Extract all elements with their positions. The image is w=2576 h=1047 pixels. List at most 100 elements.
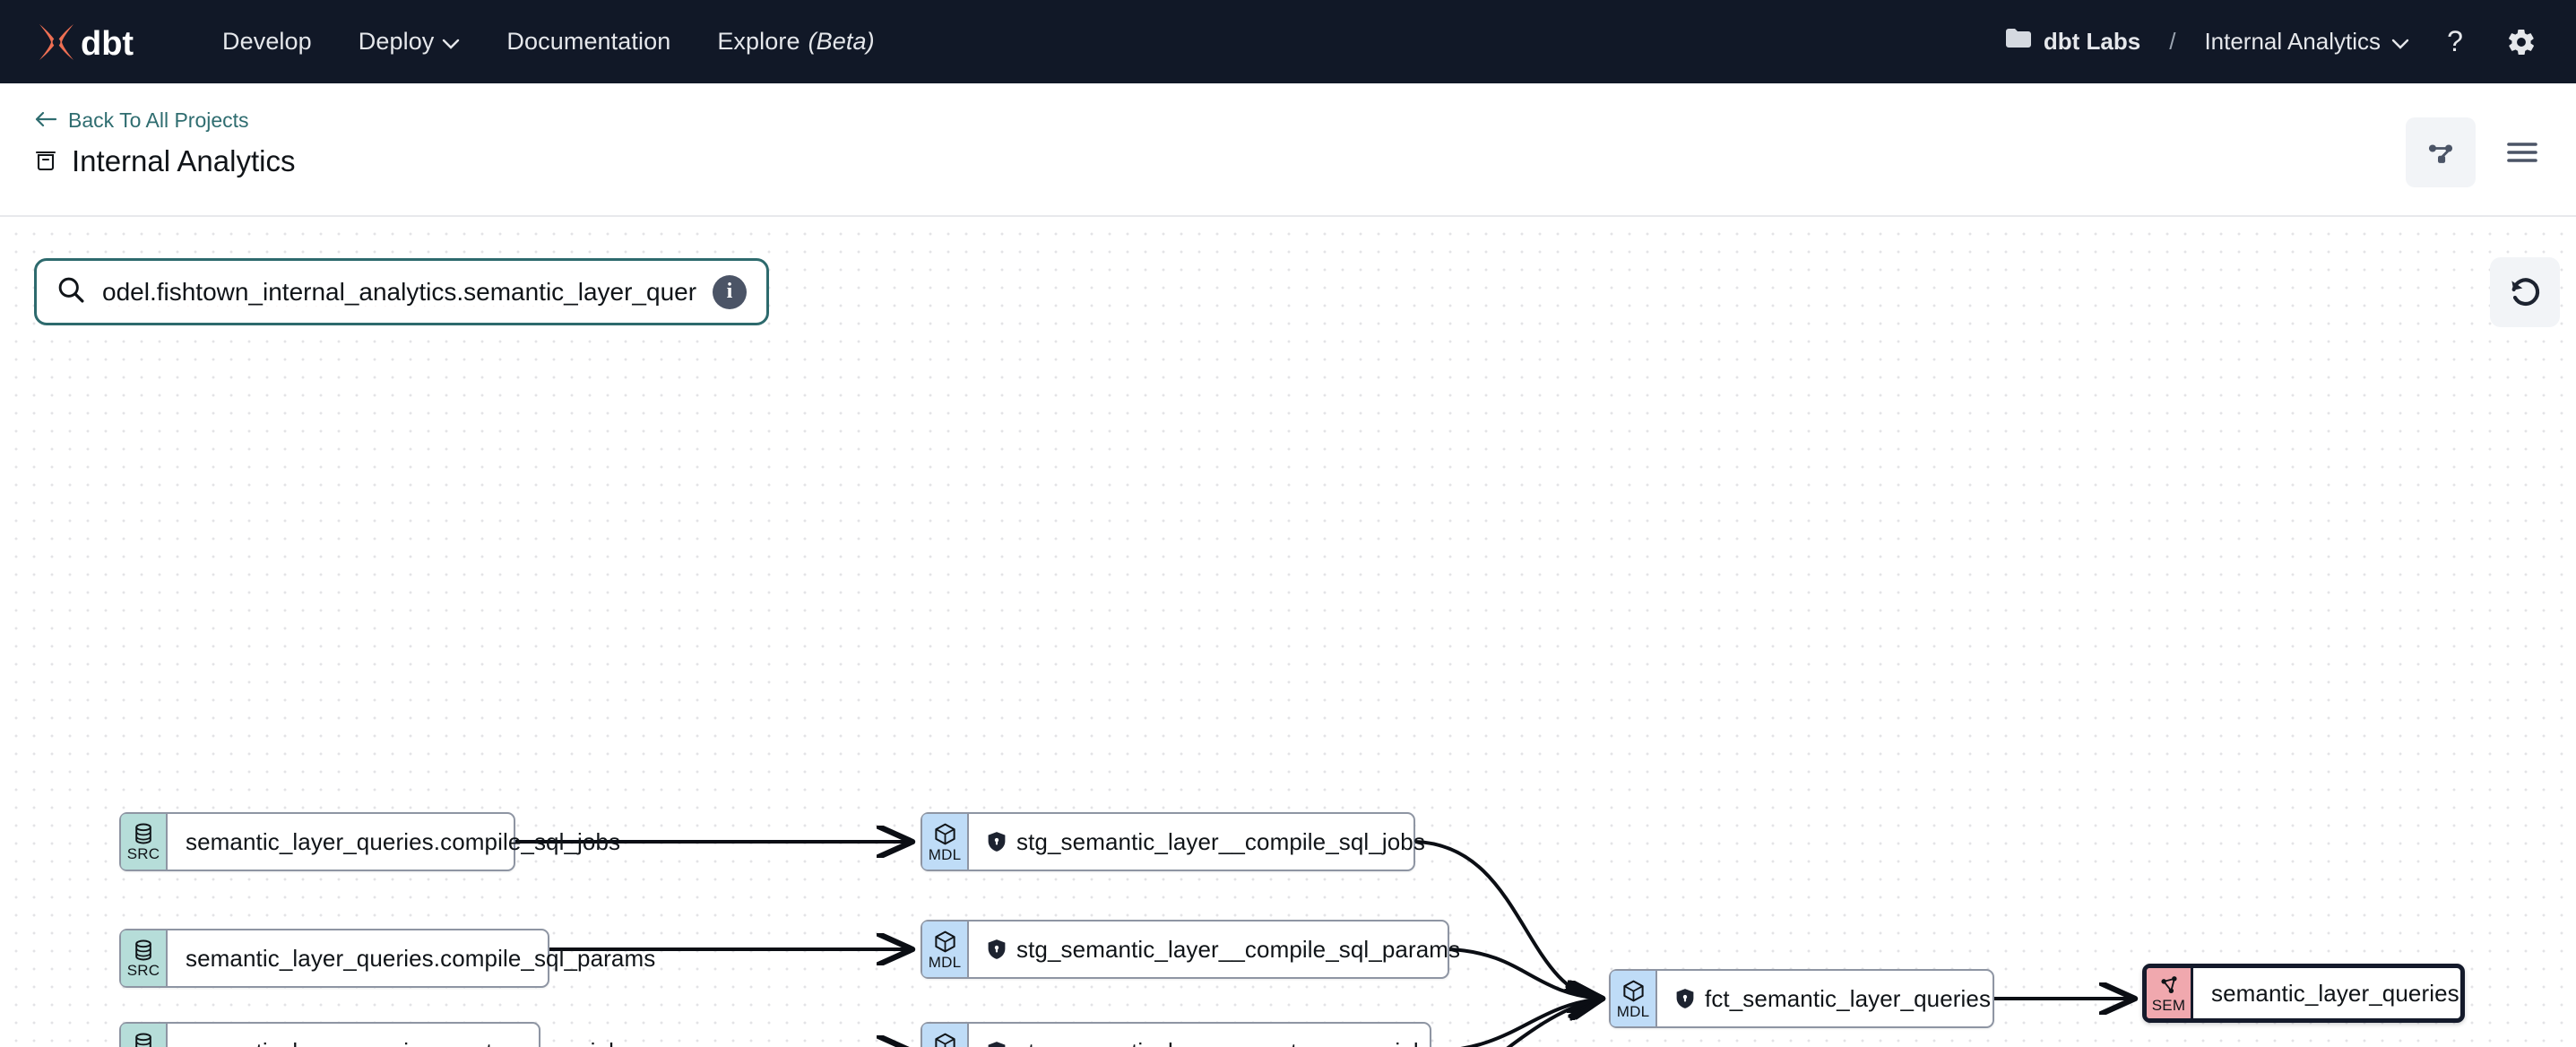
node-label: stg_semantic_layer__create_query_jobs bbox=[1016, 1038, 1439, 1047]
database-cylinder-icon bbox=[135, 1033, 151, 1047]
project-archive-icon bbox=[34, 144, 57, 178]
node-type-label: SEM bbox=[2151, 997, 2186, 1014]
lineage-node-src-compile-sql-params[interactable]: SRC semantic_layer_queries.compile_sql_p… bbox=[119, 929, 655, 988]
hamburger-menu-icon bbox=[2507, 143, 2537, 162]
search-input-value: odel.fishtown_internal_analytics.semanti… bbox=[102, 277, 696, 306]
node-body: semantic_layer_queries.compile_sql_param… bbox=[168, 930, 673, 986]
search-input[interactable]: odel.fishtown_internal_analytics.semanti… bbox=[102, 278, 696, 307]
back-to-all-projects-link[interactable]: Back To All Projects bbox=[34, 108, 249, 133]
top-navigation-bar: dbt Develop Deploy Documentation Explore… bbox=[0, 0, 2576, 83]
nav-item-documentation-label: Documentation bbox=[506, 28, 671, 55]
node-type-label: SRC bbox=[126, 845, 160, 862]
node-label: fct_semantic_layer_queries bbox=[1705, 984, 1992, 1012]
edge-mdl3-fct bbox=[1460, 999, 1603, 1047]
node-type-badge-src: SRC bbox=[121, 814, 168, 870]
search-icon bbox=[56, 275, 86, 309]
page-title-label: Internal Analytics bbox=[72, 144, 296, 177]
nav-right-cluster: dbt Labs / Internal Analytics ? bbox=[2005, 22, 2542, 63]
info-icon[interactable]: i bbox=[713, 274, 747, 309]
node-body: semantic_layer_queries bbox=[2193, 968, 2477, 1018]
database-cylinder-icon bbox=[135, 823, 151, 844]
node-type-badge-src: SRC bbox=[121, 930, 168, 986]
semantic-model-icon bbox=[2160, 976, 2177, 993]
cube-icon bbox=[934, 823, 955, 844]
nav-item-deploy-label: Deploy bbox=[358, 28, 435, 55]
reset-rotate-ccw-icon bbox=[2511, 278, 2540, 307]
node-type-label: MDL bbox=[928, 953, 962, 971]
nav-item-explore[interactable]: Explore (Beta) bbox=[717, 28, 874, 56]
nav-item-develop[interactable]: Develop bbox=[222, 28, 312, 56]
explore-beta-tag: (Beta) bbox=[808, 28, 875, 55]
node-label: stg_semantic_layer__compile_sql_params bbox=[1016, 935, 1461, 963]
node-type-badge-mdl: MDL bbox=[922, 814, 969, 870]
organization-name: dbt Labs bbox=[2043, 28, 2141, 55]
organization-breadcrumb[interactable]: dbt Labs bbox=[2005, 28, 2140, 56]
arrow-left-icon bbox=[34, 108, 57, 133]
reset-view-button[interactable] bbox=[2490, 257, 2560, 327]
breadcrumb-separator: / bbox=[2169, 28, 2176, 55]
node-type-badge-sem: SEM bbox=[2147, 968, 2193, 1018]
dbt-logo[interactable]: dbt bbox=[34, 19, 169, 65]
node-body: semantic_layer_queries.compile_sql_jobs bbox=[168, 814, 638, 870]
back-to-all-projects-label: Back To All Projects bbox=[68, 108, 249, 132]
node-body: fct_semantic_layer_queries bbox=[1657, 971, 2009, 1026]
question-mark-icon: ? bbox=[2447, 25, 2463, 57]
svg-text:?: ? bbox=[2447, 25, 2463, 57]
node-type-badge-mdl: MDL bbox=[922, 922, 969, 977]
lineage-node-mdl-stg-compile-sql-jobs[interactable]: MDL stg_semantic_layer__compile_sql_jobs bbox=[921, 812, 1425, 871]
page-title: Internal Analytics bbox=[34, 144, 295, 178]
primary-nav-links: Develop Deploy Documentation Explore (Be… bbox=[222, 28, 875, 56]
svg-text:dbt: dbt bbox=[81, 25, 134, 63]
project-subheader: Back To All Projects Internal Analytics bbox=[0, 83, 2576, 217]
database-cylinder-icon bbox=[135, 939, 151, 961]
help-button[interactable]: ? bbox=[2434, 22, 2476, 63]
lineage-canvas[interactable]: odel.fishtown_internal_analytics.semanti… bbox=[0, 218, 2576, 1047]
chevron-down-icon bbox=[442, 28, 460, 56]
nav-item-explore-label: Explore bbox=[717, 28, 800, 55]
nav-item-documentation[interactable]: Documentation bbox=[506, 28, 670, 56]
lineage-node-src-compile-sql-jobs[interactable]: SRC semantic_layer_queries.compile_sql_j… bbox=[119, 812, 620, 871]
cube-icon bbox=[1622, 980, 1644, 1001]
resource-search-box[interactable]: odel.fishtown_internal_analytics.semanti… bbox=[34, 258, 769, 325]
lineage-node-src-create-query-jobs[interactable]: SRC semantic_layer_queries.create_query_… bbox=[119, 1022, 634, 1047]
project-selector-label: Internal Analytics bbox=[2204, 28, 2381, 55]
share-nodes-icon bbox=[2428, 144, 2453, 163]
node-type-badge-src: SRC bbox=[121, 1024, 168, 1047]
lineage-node-mdl-stg-create-query-jobs[interactable]: MDL stg_semantic_layer__create_query_job… bbox=[921, 1022, 1438, 1047]
lineage-node-sem-semantic-layer-queries[interactable]: SEM semantic_layer_queries bbox=[2142, 964, 2465, 1023]
node-body: stg_semantic_layer__compile_sql_jobs bbox=[969, 814, 1443, 870]
cube-icon bbox=[934, 930, 955, 952]
private-shield-icon bbox=[987, 831, 1007, 852]
nav-item-develop-label: Develop bbox=[222, 28, 312, 55]
private-shield-icon bbox=[1675, 988, 1695, 1009]
lineage-node-mdl-stg-compile-sql-params[interactable]: MDL stg_semantic_layer__compile_sql_para… bbox=[921, 920, 1460, 979]
node-type-label: SRC bbox=[126, 962, 160, 979]
folder-icon bbox=[2005, 28, 2032, 56]
private-shield-icon bbox=[987, 939, 1007, 960]
node-type-label: MDL bbox=[928, 845, 962, 863]
node-label: semantic_layer_queries.compile_sql_jobs bbox=[186, 827, 621, 855]
gear-icon bbox=[2509, 29, 2534, 55]
node-type-badge-mdl: MDL bbox=[922, 1024, 969, 1047]
lineage-view-button[interactable] bbox=[2406, 117, 2476, 187]
chevron-down-icon bbox=[2391, 28, 2409, 56]
subheader-action-buttons bbox=[2406, 117, 2546, 187]
nav-item-deploy[interactable]: Deploy bbox=[359, 28, 461, 56]
lineage-node-mdl-fct-semantic-layer-queries[interactable]: MDL fct_semantic_layer_queries bbox=[1609, 969, 1994, 1028]
node-label: semantic_layer_queries bbox=[2211, 979, 2459, 1007]
private-shield-icon bbox=[987, 1041, 1007, 1047]
node-label: stg_semantic_layer__compile_sql_jobs bbox=[1016, 827, 1425, 855]
node-label: semantic_layer_queries.create_query_jobs bbox=[186, 1038, 634, 1047]
settings-button[interactable] bbox=[2501, 22, 2542, 63]
cube-icon bbox=[934, 1033, 955, 1047]
node-type-badge-mdl: MDL bbox=[1611, 971, 1657, 1026]
project-menu-button[interactable] bbox=[2499, 125, 2546, 179]
lineage-graph: SRC semantic_layer_queries.compile_sql_j… bbox=[0, 218, 2576, 1047]
project-selector[interactable]: Internal Analytics bbox=[2204, 28, 2409, 56]
node-label: semantic_layer_queries.compile_sql_param… bbox=[186, 944, 656, 972]
node-body: semantic_layer_queries.create_query_jobs bbox=[168, 1024, 652, 1047]
node-type-label: MDL bbox=[1616, 1002, 1650, 1020]
node-body: stg_semantic_layer__compile_sql_params bbox=[969, 922, 1478, 977]
dbt-logo-icon: dbt bbox=[39, 23, 134, 63]
node-body: stg_semantic_layer__create_query_jobs bbox=[969, 1024, 1457, 1047]
